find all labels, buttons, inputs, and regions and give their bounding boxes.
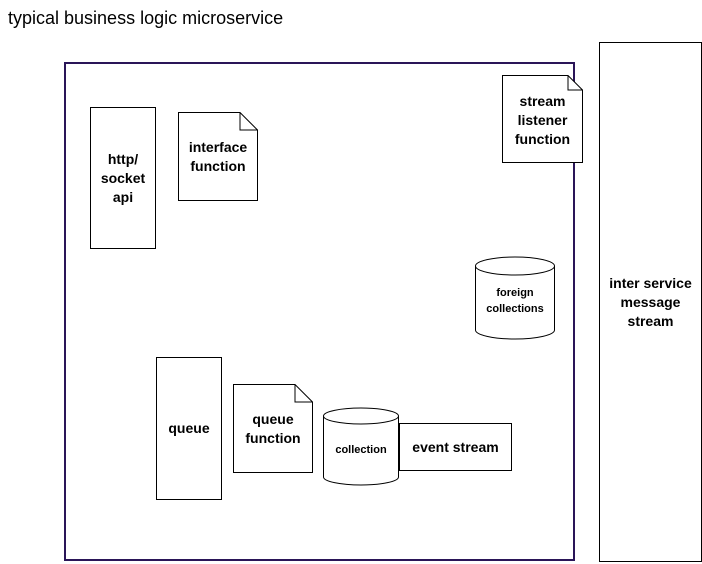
http-socket-api-box: http/ socket api (90, 107, 156, 249)
foreign-collections-label: foreign collections (486, 287, 544, 315)
event-stream-label: event stream (412, 438, 499, 455)
collection-label: collection (335, 444, 387, 456)
stream-listener-function-label: stream listener function (514, 92, 571, 147)
queue-label: queue (168, 420, 210, 436)
interface-function-label: interface function (188, 139, 248, 174)
queue-box: queue (156, 357, 222, 500)
collection-database-icon (323, 407, 399, 486)
diagram-title: typical business logic microservice (8, 8, 284, 28)
event-stream-box: event stream (399, 423, 512, 471)
inter-service-message-stream-label: inter service message stream (609, 274, 692, 329)
http-socket-api-label: http/ socket api (100, 150, 146, 205)
stream-listener-function-document-icon (502, 75, 583, 163)
foreign-collections-database-icon (475, 256, 555, 340)
inter-service-message-stream-box: inter service message stream (599, 42, 702, 562)
queue-function-document-icon (233, 384, 313, 473)
interface-function-document-icon (178, 112, 258, 201)
microservice-boundary (64, 62, 575, 561)
queue-function-label: queue function (245, 411, 301, 446)
